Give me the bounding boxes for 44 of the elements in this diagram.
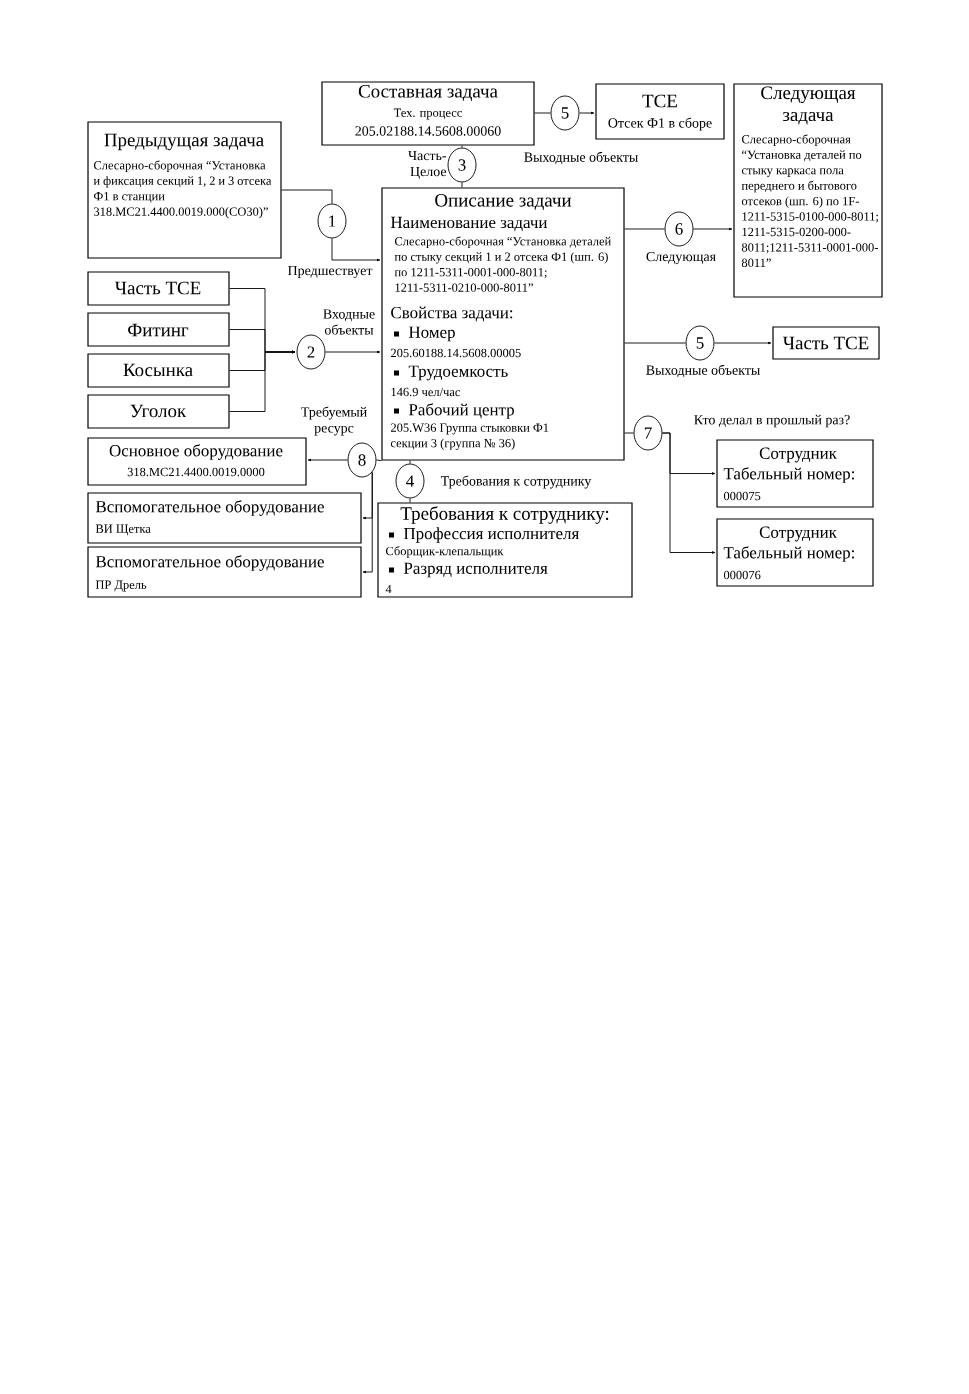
task-box: Часть ТСЕ [772,326,880,360]
arrow [307,458,348,462]
arrow [331,238,381,262]
task-box: Основное оборудование 318.МС21.4400.0019.0000 [87,437,307,486]
relation-label: Входные объекты [323,309,375,335]
connector-line [409,498,411,503]
task-box: Фитинг [87,312,230,347]
task-box: ТСЕ Отсек Ф1 в сборе [595,83,725,140]
arrow [693,227,733,231]
connector-line [624,228,665,230]
arrow [579,111,595,115]
relation-label: Выходные объекты [524,151,638,165]
connector-line [376,459,382,462]
task-box: Вспомогательное оборудование ВИ Щетка [87,492,362,544]
task-box: Вспомогательное оборудование ПР Дрель [87,546,362,598]
task-box: Следующая задача Слесарно-сборочная “Установка деталей по стыку каркаса пола переднего и бытового отсеков (шп. 6) по 1F-1211-5315-0100-000-8011; 1211-5315-0200-000-8011;1211-5311-0001-000-8011” [733,83,883,298]
connector-line [461,145,463,148]
arrow [229,350,296,412]
relation-label: Требования к сотруднику [440,475,592,489]
relation-label: Выходные объекты [646,364,760,378]
relation-label: Требуемый ресурс [301,406,367,436]
relation-label: Часть- Целое [408,150,447,179]
task-box: Требования к сотруднику: Профессия исполнителя Сборщик-клепальщик Разряд исполнителя 4 [377,502,633,598]
arrow [662,432,716,554]
connector-line [534,112,551,114]
connector-line [461,182,463,188]
relation-label: Предшествует [287,265,373,279]
task-box: Сотрудник Табельный номер: 000076 [716,518,874,587]
arrow [714,341,772,345]
task-box: Косынка [87,353,230,388]
connector-line [624,342,686,344]
task-box: Предыдущая задача Слесарно-сборочная “Установка и фиксация секций 1, 2 и 3 отсека Ф1 в станции 318.МС21.4400.0019.000(СО30)” [87,121,282,259]
relation-label: Кто делал в прошлый раз? [694,414,850,428]
task-box: Описание задачи Наименование задачи Слесарно-сборочная “Установка деталей по стыку секций 1 и 2 отсека Ф1 (шп. 6) по 1211-5311-0001-000-8011; 1211-5311-0210-000-8011” Свойства задачи: Номер 205.60188.14.5608.00005 Трудоемкость 146.9 чел/час Рабочий центр 205.W36 Группа стыковки Ф1 секции 3 (группа № 36) [381,187,625,461]
arrow [362,471,373,574]
task-box: Уголок [87,394,230,429]
task-box: Сотрудник Табельный номер: 000075 [716,439,874,508]
task-box: Составная задача Тех. процесс 205.02188.14.5608.00060 [321,81,535,146]
connector-line [409,460,411,464]
connector-line [281,189,333,204]
connector-line [624,432,634,434]
relation-label: Следующая [646,251,716,265]
arrow [325,350,381,354]
task-box: Часть ТСЕ [87,271,230,306]
